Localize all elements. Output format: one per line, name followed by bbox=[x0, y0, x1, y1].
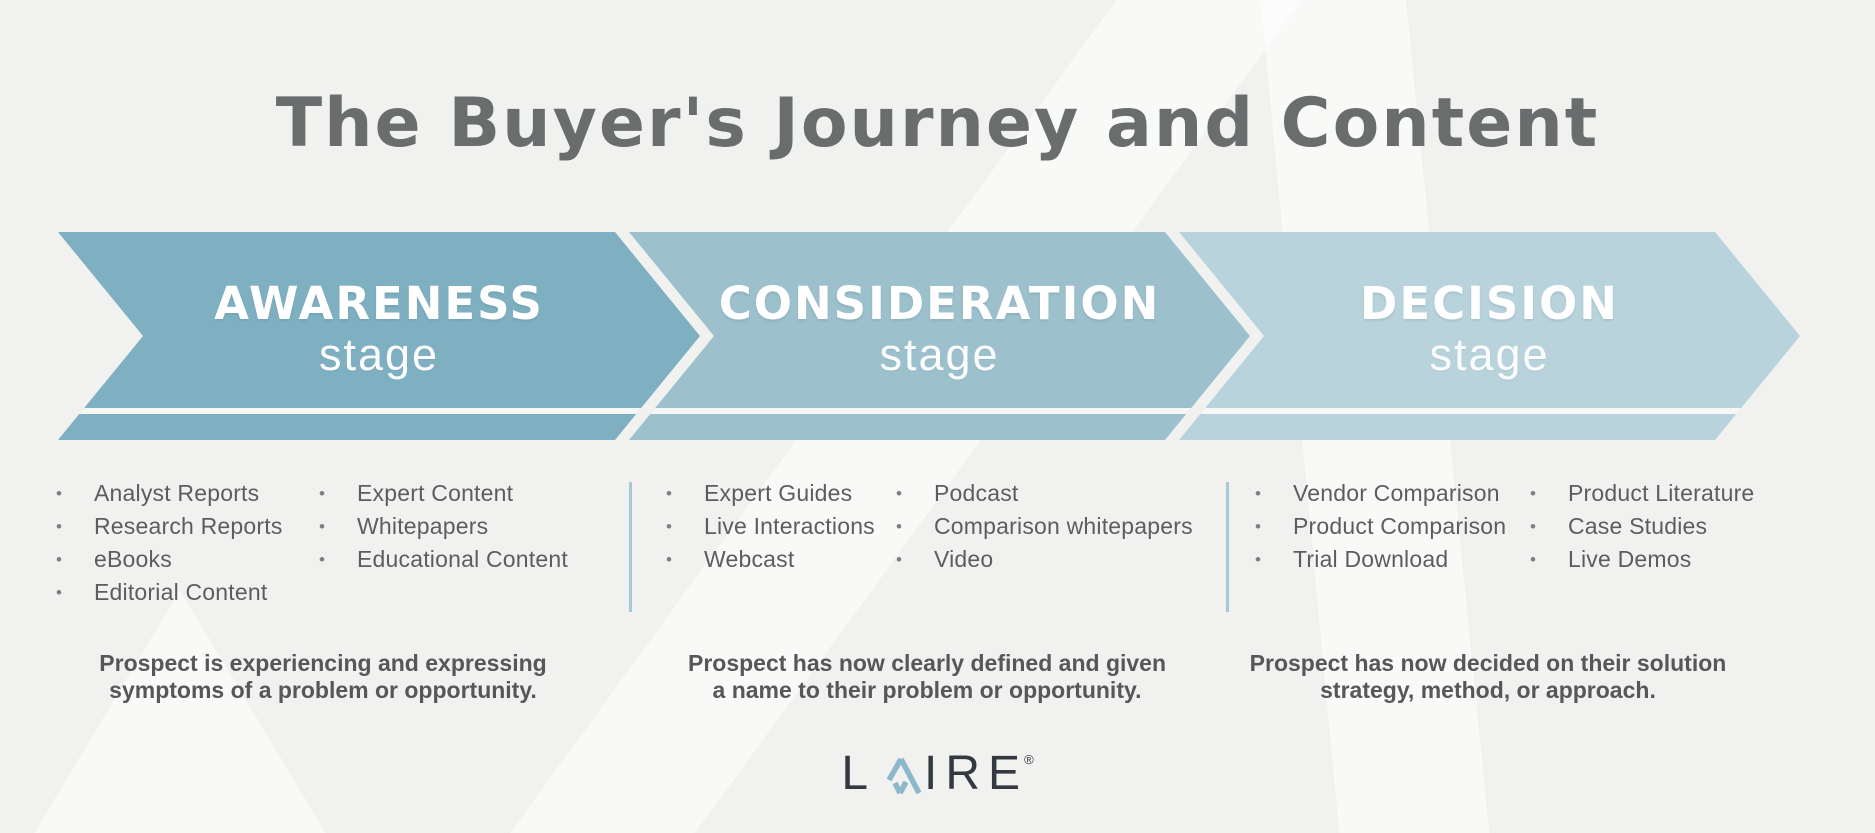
decision-stage-arrow: DECISION stage bbox=[1179, 232, 1800, 440]
list-item: Trial Download bbox=[1253, 543, 1506, 576]
consideration-content-list-col2: Podcast Comparison whitepapers Video bbox=[894, 477, 1193, 576]
awareness-stage-heading: AWARENESS bbox=[214, 277, 544, 331]
list-item: Vendor Comparison bbox=[1253, 477, 1506, 510]
list-item: Webcast bbox=[664, 543, 875, 576]
list-item: Editorial Content bbox=[54, 576, 283, 609]
consideration-content-list-col1: Expert Guides Live Interactions Webcast bbox=[664, 477, 875, 576]
decision-stage-heading: DECISION bbox=[1360, 277, 1619, 331]
list-item: Live Demos bbox=[1528, 543, 1754, 576]
mountain-triangle-icon bbox=[886, 757, 922, 795]
consideration-stage-arrow: CONSIDERATION stage bbox=[629, 232, 1250, 440]
logo-letters-ire: IRE bbox=[924, 747, 1029, 800]
page-title: The Buyer's Journey and Content bbox=[275, 84, 1600, 163]
awareness-arrow-underline bbox=[58, 408, 700, 414]
list-item: eBooks bbox=[54, 543, 283, 576]
decision-content-list-col1: Vendor Comparison Product Comparison Tri… bbox=[1253, 477, 1506, 576]
awareness-description: Prospect is experiencing and expressing … bbox=[99, 650, 547, 703]
decision-arrow-underline bbox=[1179, 408, 1800, 414]
consideration-stage-heading: CONSIDERATION bbox=[718, 277, 1161, 331]
consideration-arrow-underline bbox=[629, 408, 1250, 414]
list-item: Expert Guides bbox=[664, 477, 875, 510]
stage-divider-1 bbox=[629, 482, 632, 612]
list-item: Product Comparison bbox=[1253, 510, 1506, 543]
list-item: Case Studies bbox=[1528, 510, 1754, 543]
list-item: Comparison whitepapers bbox=[894, 510, 1193, 543]
list-item: Research Reports bbox=[54, 510, 283, 543]
decision-stage-subheading: stage bbox=[1429, 328, 1550, 380]
list-item: Video bbox=[894, 543, 1193, 576]
awareness-content-list-col2: Expert Content Whitepapers Educational C… bbox=[317, 477, 568, 576]
logo-letter-l: L bbox=[841, 747, 877, 800]
list-item: Educational Content bbox=[317, 543, 568, 576]
decision-description: Prospect has now decided on their soluti… bbox=[1249, 650, 1727, 703]
list-item: Live Interactions bbox=[664, 510, 875, 543]
registered-trademark-symbol: ® bbox=[1024, 752, 1034, 767]
decision-content-list-col2: Product Literature Case Studies Live Dem… bbox=[1528, 477, 1754, 576]
stage-divider-2 bbox=[1226, 482, 1229, 612]
list-item: Whitepapers bbox=[317, 510, 568, 543]
list-item: Analyst Reports bbox=[54, 477, 283, 510]
awareness-stage-arrow: AWARENESS stage bbox=[58, 232, 700, 440]
awareness-content-list-col1: Analyst Reports Research Reports eBooks … bbox=[54, 477, 283, 609]
list-item: Podcast bbox=[894, 477, 1193, 510]
laire-logo: L IRE ® bbox=[0, 750, 1875, 798]
list-item: Expert Content bbox=[317, 477, 568, 510]
awareness-stage-subheading: stage bbox=[318, 328, 440, 380]
list-item: Product Literature bbox=[1528, 477, 1754, 510]
consideration-description: Prospect has now clearly defined and giv… bbox=[687, 650, 1167, 703]
consideration-stage-subheading: stage bbox=[879, 328, 1000, 380]
